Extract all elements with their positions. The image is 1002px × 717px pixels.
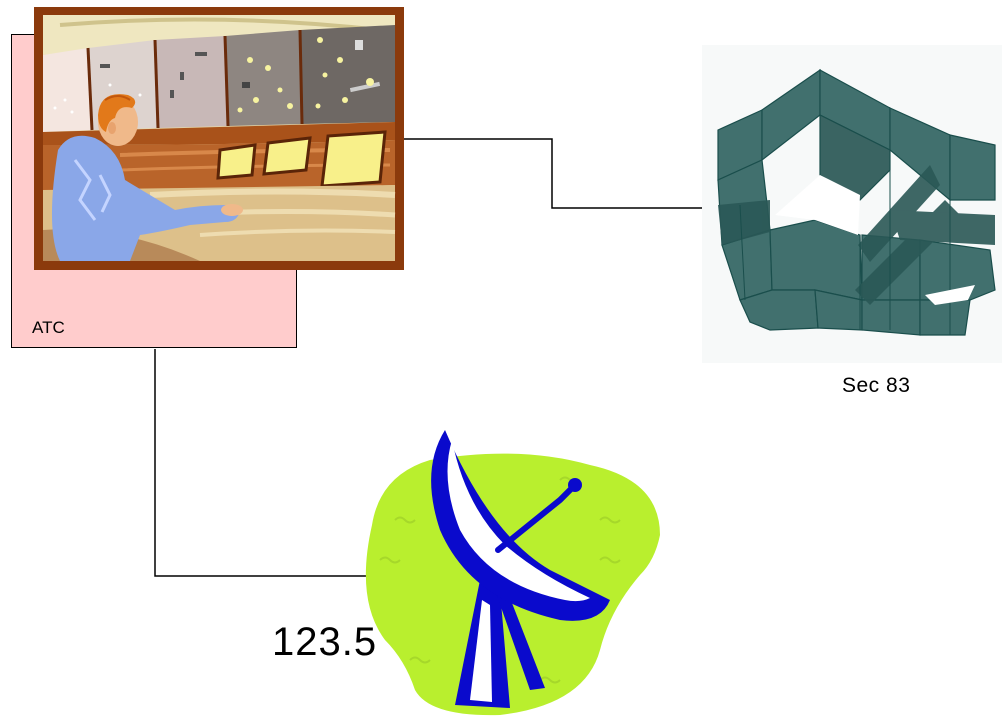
- connector-atc-to-radio: [154, 349, 366, 577]
- sector-label: Sec 83: [842, 374, 911, 397]
- satellite-dish-icon: [365, 430, 660, 716]
- controller-clipart-icon: [34, 7, 404, 270]
- radio-frequency-label: 123.5: [272, 620, 378, 664]
- sector-3d-volume-icon: [702, 45, 1002, 363]
- connector-atc-to-sector: [404, 138, 702, 209]
- atc-label: ATC: [32, 318, 65, 337]
